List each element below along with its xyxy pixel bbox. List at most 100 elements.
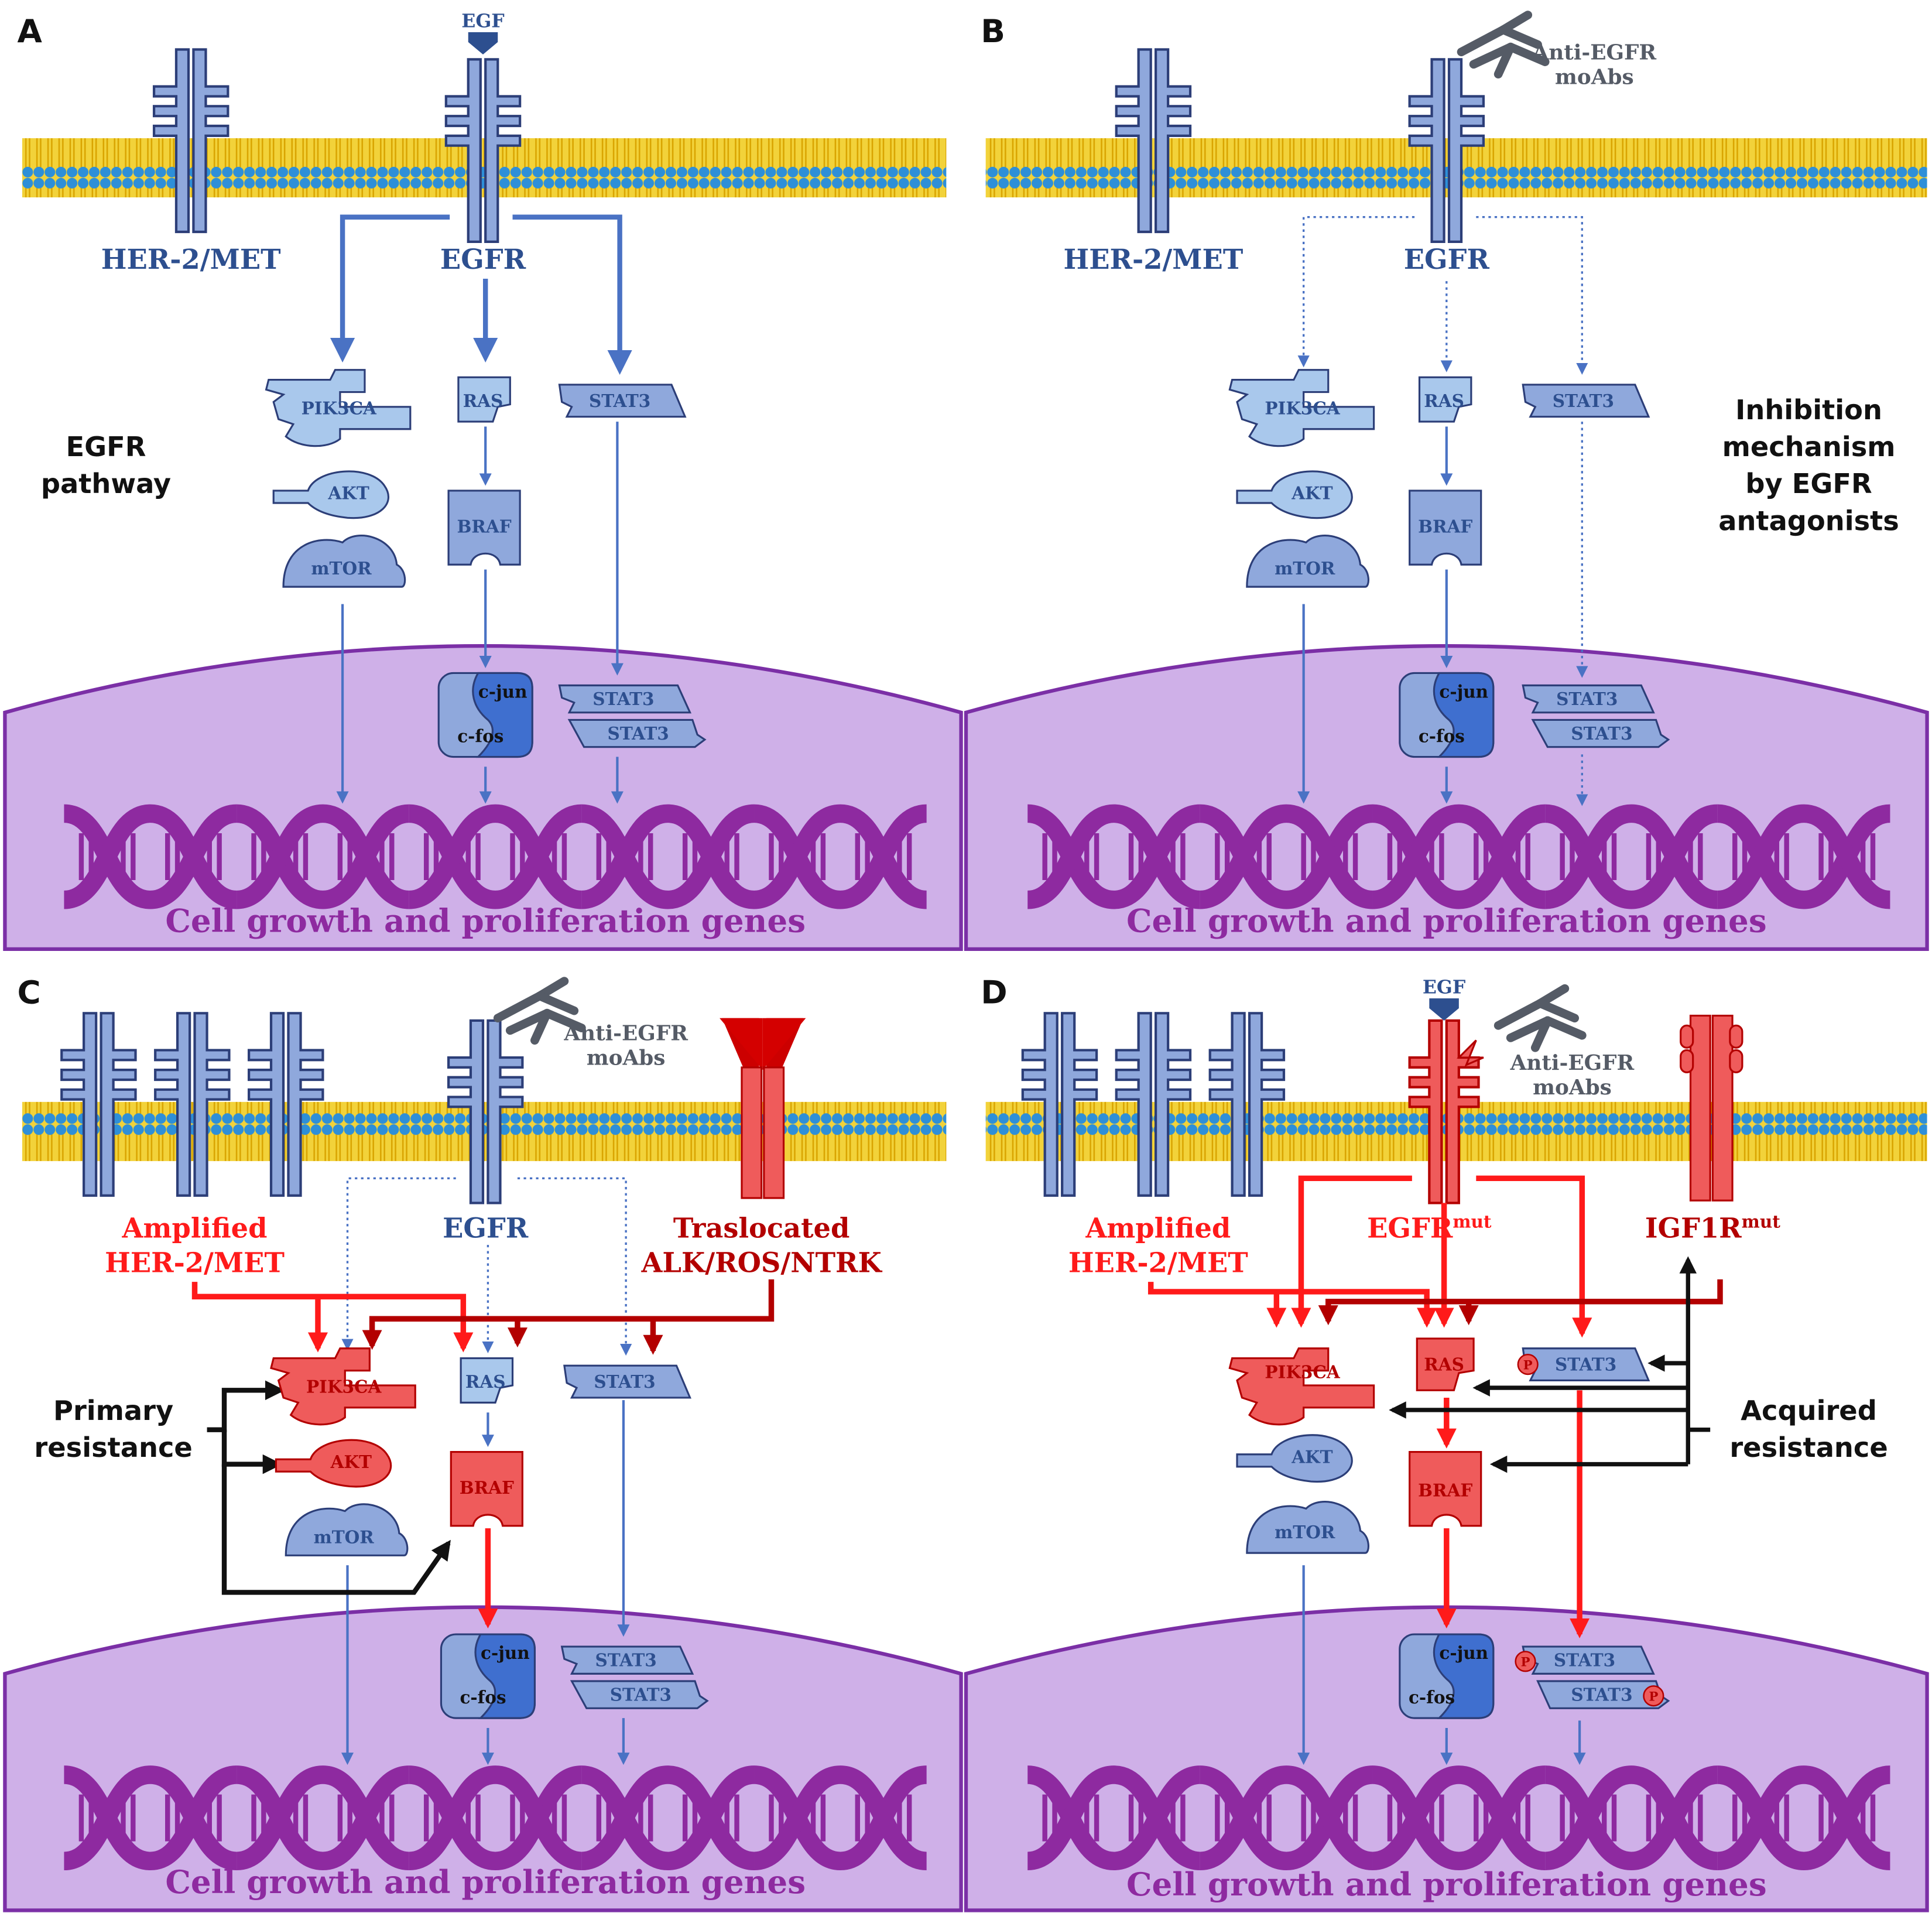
akt-protein: AKT xyxy=(1236,1434,1353,1483)
ras-protein: RAS xyxy=(457,376,511,423)
svg-text:PIK3CA: PIK3CA xyxy=(1265,1361,1340,1382)
braf-protein: BRAF xyxy=(450,1450,523,1527)
mtor-protein: mTOR xyxy=(285,1503,409,1556)
svg-text:RAS: RAS xyxy=(1424,1354,1464,1375)
cjun-cfos-complex: c-jun c-fos xyxy=(1399,672,1495,758)
resistance-label-2: resistance xyxy=(34,1432,192,1463)
antibody-label-2: moAbs xyxy=(587,1046,666,1070)
phospho-icon xyxy=(1643,1685,1664,1707)
svg-text:STAT3: STAT3 xyxy=(1571,1685,1632,1705)
pik3ca-protein: PIK3CA xyxy=(270,1347,416,1426)
svg-text:c-jun: c-jun xyxy=(478,682,527,702)
phospho-icon xyxy=(1517,1354,1539,1375)
svg-text:AKT: AKT xyxy=(330,1452,372,1472)
amplified-label-1: Amplified xyxy=(1085,1212,1231,1244)
her2-met-label: HER-2/MET xyxy=(101,244,281,275)
svg-text:PIK3CA: PIK3CA xyxy=(1265,398,1340,418)
genes-label: Cell growth and proliferation genes xyxy=(1126,1866,1767,1903)
amplified-label-2: HER-2/MET xyxy=(1068,1247,1248,1278)
svg-text:PIK3CA: PIK3CA xyxy=(306,1377,382,1397)
translocated-arrows xyxy=(362,1279,775,1355)
cjun-cfos-complex: c-jun c-fos xyxy=(1399,1633,1495,1719)
side-text-line-1: EGFR xyxy=(66,431,146,463)
svg-text:c-jun: c-jun xyxy=(1439,682,1488,702)
egfr-label: EGFR xyxy=(1404,244,1490,275)
egf-label: EGF xyxy=(1423,977,1465,998)
igf1r-arrows xyxy=(1318,1279,1723,1326)
svg-text:PIK3CA: PIK3CA xyxy=(302,398,377,418)
stat3-protein: STAT3 xyxy=(558,384,687,418)
akt-protein: AKT xyxy=(1236,470,1353,519)
side-text-line-4: antagonists xyxy=(1718,505,1899,536)
stat3-dimer: STAT3 STAT3 xyxy=(560,1645,709,1709)
panel-letter: C xyxy=(17,973,40,1011)
ras-protein: RAS xyxy=(1416,1337,1475,1391)
svg-text:P: P xyxy=(1523,1358,1533,1373)
braf-protein: BRAF xyxy=(1409,490,1482,566)
svg-text:STAT3: STAT3 xyxy=(1556,689,1618,709)
svg-text:STAT3: STAT3 xyxy=(592,689,654,709)
egfr-mut-label: EGFRmut xyxy=(1367,1212,1492,1244)
side-text-line-3: by EGFR xyxy=(1745,468,1872,499)
panel-a: A EGF HER-2/MET EGFR PIK3CA xyxy=(3,11,963,952)
antibody-icon xyxy=(1498,988,1582,1048)
svg-text:mTOR: mTOR xyxy=(311,558,372,579)
ras-protein: RAS xyxy=(1418,376,1472,423)
antibody-label-2: moAbs xyxy=(1555,64,1634,89)
svg-text:STAT3: STAT3 xyxy=(610,1685,672,1705)
svg-text:mTOR: mTOR xyxy=(1275,1522,1335,1542)
genes-label: Cell growth and proliferation genes xyxy=(165,1863,806,1901)
akt-protein: AKT xyxy=(272,470,389,519)
amplified-arrows xyxy=(191,1282,498,1629)
panel-letter: A xyxy=(17,12,42,50)
svg-text:c-jun: c-jun xyxy=(481,1642,530,1663)
pik3ca-protein: PIK3CA xyxy=(1228,1347,1375,1426)
svg-text:c-fos: c-fos xyxy=(460,1687,506,1707)
amplified-label-2: HER-2/MET xyxy=(105,1247,285,1278)
egfr-label: EGFR xyxy=(440,244,526,275)
side-text-line-1: Inhibition xyxy=(1735,394,1882,426)
genes-label: Cell growth and proliferation genes xyxy=(165,902,806,939)
pik3ca-protein: PIK3CA xyxy=(265,369,412,447)
egfr-mut-receptor xyxy=(1410,1021,1484,1203)
egf-ligand-icon xyxy=(468,32,498,54)
egfr-label: EGFR xyxy=(443,1212,529,1244)
stat3-dimer: STAT3 STAT3 xyxy=(558,684,707,748)
svg-text:AKT: AKT xyxy=(327,483,369,504)
resistance-label-1: Acquired xyxy=(1741,1395,1877,1426)
svg-text:STAT3: STAT3 xyxy=(594,1371,655,1392)
panel-letter: B xyxy=(981,12,1005,50)
stat3-dimer: STAT3 STAT3 xyxy=(1522,684,1670,748)
mtor-protein: mTOR xyxy=(1246,1501,1369,1554)
side-text-line-2: mechanism xyxy=(1722,431,1896,463)
braf-protein: BRAF xyxy=(1409,1450,1482,1527)
svg-text:c-fos: c-fos xyxy=(1409,1687,1455,1707)
svg-text:RAS: RAS xyxy=(1424,391,1464,411)
resistance-label-2: resistance xyxy=(1729,1432,1888,1463)
svg-text:AKT: AKT xyxy=(1291,483,1332,504)
pik3ca-protein: PIK3CA xyxy=(1228,369,1375,447)
pathway-arrows xyxy=(330,214,632,375)
svg-text:c-fos: c-fos xyxy=(457,725,503,746)
amplified-label-1: Amplified xyxy=(122,1212,268,1244)
svg-text:RAS: RAS xyxy=(465,1371,506,1392)
acquired-resistance-arrows xyxy=(1389,1256,1711,1473)
mtor-protein: mTOR xyxy=(1246,535,1369,588)
svg-text:STAT3: STAT3 xyxy=(595,1650,657,1671)
side-text-line-2: pathway xyxy=(41,468,171,499)
svg-text:BRAF: BRAF xyxy=(1418,516,1472,537)
svg-text:STAT3: STAT3 xyxy=(1571,723,1632,744)
translocated-label-1: Traslocated xyxy=(673,1212,849,1244)
translocated-receptor xyxy=(720,1018,806,1199)
antibody-label-1: Anti-EGFR xyxy=(1532,40,1657,64)
antibody-label-1: Anti-EGFR xyxy=(563,1021,688,1046)
igf1r-mut-label: IGF1Rmut xyxy=(1645,1212,1780,1244)
svg-text:BRAF: BRAF xyxy=(1418,1480,1472,1500)
genes-label: Cell growth and proliferation genes xyxy=(1126,902,1767,939)
inhibited-arrows xyxy=(1297,216,1588,806)
egf-ligand-icon xyxy=(1429,998,1459,1021)
svg-text:mTOR: mTOR xyxy=(1275,558,1335,579)
stat3-protein: STAT3 xyxy=(563,1364,691,1399)
svg-text:P: P xyxy=(1649,1689,1658,1704)
